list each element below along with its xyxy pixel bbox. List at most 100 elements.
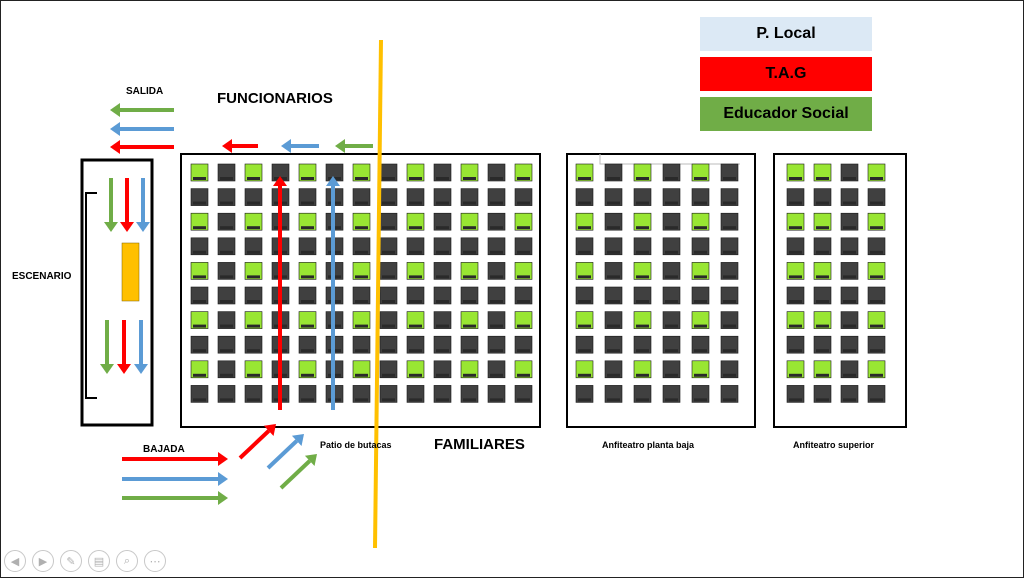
stage-arrow-green-1 bbox=[104, 178, 118, 232]
seat-back bbox=[436, 201, 449, 205]
seat-back bbox=[382, 201, 395, 205]
seat bbox=[514, 335, 533, 354]
seat-back bbox=[409, 373, 422, 377]
seat-highlighted bbox=[691, 212, 710, 231]
seat-highlighted bbox=[298, 311, 317, 329]
seat bbox=[867, 286, 886, 305]
seat bbox=[662, 335, 681, 354]
seat-back bbox=[220, 324, 233, 328]
seat-back bbox=[665, 324, 678, 328]
seat bbox=[244, 237, 263, 256]
seat-back bbox=[816, 324, 829, 328]
seat-back bbox=[870, 250, 883, 254]
seat-back bbox=[382, 177, 395, 180]
seat bbox=[840, 385, 859, 403]
stage-arrow-red-1-head bbox=[120, 222, 134, 232]
seat-highlighted bbox=[352, 262, 371, 280]
seat-highlighted bbox=[633, 262, 652, 280]
seat-highlighted bbox=[298, 163, 317, 182]
seat-back bbox=[355, 177, 368, 180]
seat-highlighted bbox=[406, 360, 425, 379]
seat bbox=[786, 335, 805, 354]
seat bbox=[840, 335, 859, 354]
seat-back bbox=[816, 373, 829, 377]
seat bbox=[604, 286, 623, 305]
seat bbox=[487, 311, 506, 329]
seat-back bbox=[665, 177, 678, 180]
more-icon[interactable]: ⋯ bbox=[144, 550, 166, 572]
stage-arrow-blue-2-head bbox=[134, 364, 148, 374]
seat-back bbox=[843, 177, 856, 180]
seat-back bbox=[463, 398, 476, 402]
seat-back bbox=[355, 324, 368, 328]
seat bbox=[298, 237, 317, 256]
seat-back bbox=[789, 324, 802, 328]
seat bbox=[433, 212, 452, 231]
salida-arrow-blue bbox=[110, 122, 174, 136]
seat-highlighted bbox=[786, 163, 805, 182]
seat-back bbox=[517, 250, 530, 254]
seat-back bbox=[694, 349, 707, 353]
seat bbox=[633, 286, 652, 305]
seat bbox=[720, 385, 739, 403]
seat-back bbox=[694, 300, 707, 303]
seat-back bbox=[436, 177, 449, 180]
slides-icon[interactable]: ▤ bbox=[88, 550, 110, 572]
seat-back bbox=[517, 275, 530, 279]
seat bbox=[406, 286, 425, 305]
seat bbox=[487, 188, 506, 206]
seat bbox=[217, 188, 236, 206]
seat-back bbox=[578, 324, 591, 328]
anfiteatro-baja-label: Anfiteatro planta baja bbox=[602, 440, 695, 450]
seat bbox=[406, 188, 425, 206]
seat-back bbox=[578, 177, 591, 180]
seat-highlighted bbox=[575, 262, 594, 280]
seat bbox=[379, 311, 398, 329]
seat bbox=[662, 237, 681, 256]
seat bbox=[190, 237, 209, 256]
seat bbox=[352, 188, 371, 206]
seat-back bbox=[409, 250, 422, 254]
stage-arrow-green-2-head bbox=[100, 364, 114, 374]
seat-back bbox=[607, 226, 620, 230]
seat bbox=[720, 335, 739, 354]
bajada-arrow-green-head bbox=[218, 491, 228, 505]
seat-back bbox=[355, 275, 368, 279]
seat bbox=[433, 188, 452, 206]
seat-back bbox=[409, 226, 422, 230]
seat-back bbox=[789, 250, 802, 254]
seat-back bbox=[517, 349, 530, 353]
seat-highlighted bbox=[786, 311, 805, 329]
seat bbox=[379, 360, 398, 379]
seat-back bbox=[578, 373, 591, 377]
pen-icon[interactable]: ✎ bbox=[60, 550, 82, 572]
seat-back bbox=[578, 300, 591, 303]
seat bbox=[604, 163, 623, 182]
flow-arrows bbox=[100, 103, 373, 505]
seat-highlighted bbox=[244, 262, 263, 280]
seat-back bbox=[789, 349, 802, 353]
prev-icon[interactable]: ◀ bbox=[4, 550, 26, 572]
seat-back bbox=[517, 201, 530, 205]
seat-back bbox=[409, 300, 422, 303]
seat bbox=[867, 335, 886, 354]
next-icon[interactable]: ▶ bbox=[32, 550, 54, 572]
seat bbox=[433, 163, 452, 182]
stage-arrow-red-2-head bbox=[117, 364, 131, 374]
seat-highlighted bbox=[298, 262, 317, 280]
seat-back bbox=[436, 226, 449, 230]
seat-back bbox=[870, 226, 883, 230]
zoom-icon[interactable]: ⌕ bbox=[116, 550, 138, 572]
seat bbox=[633, 188, 652, 206]
seat-back bbox=[382, 324, 395, 328]
seat-back bbox=[193, 250, 206, 254]
seat-highlighted bbox=[575, 212, 594, 231]
diagonal-arrow-blue bbox=[266, 434, 304, 470]
seat-back bbox=[607, 201, 620, 205]
seat bbox=[217, 311, 236, 329]
stage-outline bbox=[80, 158, 154, 427]
seat bbox=[487, 212, 506, 231]
seat-back bbox=[355, 373, 368, 377]
seat bbox=[691, 237, 710, 256]
seat bbox=[720, 188, 739, 206]
